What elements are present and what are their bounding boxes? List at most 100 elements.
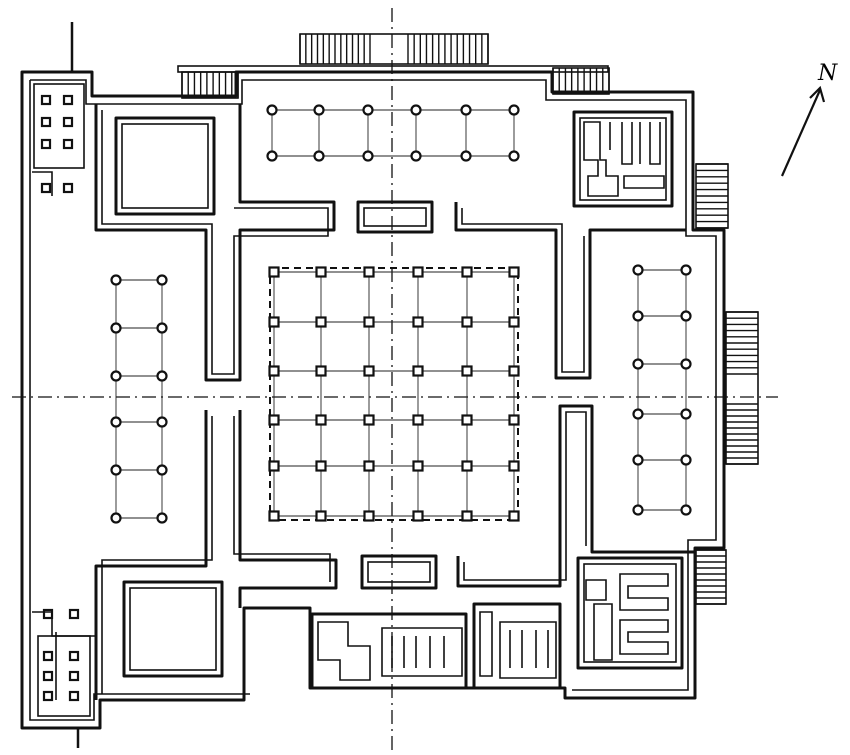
inner-walls <box>94 104 694 700</box>
pillar <box>68 608 80 620</box>
east-stairs <box>696 163 758 605</box>
column <box>412 460 424 472</box>
column <box>632 504 644 516</box>
column <box>268 414 280 426</box>
column <box>680 264 692 276</box>
column <box>460 150 472 162</box>
column <box>412 316 424 328</box>
pillar <box>68 650 80 662</box>
column <box>110 416 122 428</box>
column <box>266 150 278 162</box>
column <box>461 365 473 377</box>
column <box>156 322 168 334</box>
column <box>461 414 473 426</box>
pillar <box>62 182 74 194</box>
pillar <box>40 94 52 106</box>
northwest-tower-pillars <box>40 94 74 194</box>
column <box>508 104 520 116</box>
tower-partitions <box>32 83 96 717</box>
north-colonnade <box>266 104 520 162</box>
column <box>110 464 122 476</box>
column <box>680 504 692 516</box>
pillar <box>62 94 74 106</box>
northeast-shrine <box>572 110 674 208</box>
north-label: N <box>817 61 838 86</box>
pillar <box>42 650 54 662</box>
column <box>156 464 168 476</box>
column <box>362 150 374 162</box>
column <box>315 365 327 377</box>
column <box>412 365 424 377</box>
column <box>508 316 520 328</box>
east-colonnade <box>632 264 692 516</box>
column <box>315 316 327 328</box>
column <box>632 358 644 370</box>
outer-walls <box>20 22 726 748</box>
pillar <box>68 690 80 702</box>
column <box>461 266 473 278</box>
column <box>508 266 520 278</box>
south-rooms <box>310 602 562 690</box>
column <box>680 310 692 322</box>
pillar <box>40 182 52 194</box>
column <box>315 414 327 426</box>
column <box>363 365 375 377</box>
column <box>412 414 424 426</box>
column <box>412 266 424 278</box>
column <box>268 365 280 377</box>
column <box>156 370 168 382</box>
column <box>315 510 327 522</box>
column <box>110 512 122 524</box>
column <box>313 104 325 116</box>
column <box>110 274 122 286</box>
column <box>268 460 280 472</box>
column <box>680 408 692 420</box>
column <box>410 150 422 162</box>
pillar <box>42 670 54 682</box>
column <box>363 316 375 328</box>
column <box>508 365 520 377</box>
column <box>363 266 375 278</box>
column <box>313 150 325 162</box>
column <box>410 104 422 116</box>
column <box>632 264 644 276</box>
central-hall <box>269 267 519 521</box>
column <box>508 414 520 426</box>
column <box>460 104 472 116</box>
central-column-grid <box>268 266 520 522</box>
column <box>268 316 280 328</box>
column <box>266 104 278 116</box>
pillar <box>62 116 74 128</box>
column <box>363 460 375 472</box>
column <box>363 510 375 522</box>
column <box>156 274 168 286</box>
pillar <box>40 116 52 128</box>
column <box>461 316 473 328</box>
column <box>632 454 644 466</box>
column <box>110 322 122 334</box>
southwest-tower-pillars <box>42 608 80 702</box>
column <box>110 370 122 382</box>
column <box>632 408 644 420</box>
corner-courts <box>114 116 224 678</box>
column <box>412 510 424 522</box>
column <box>362 104 374 116</box>
column <box>508 460 520 472</box>
pillar <box>62 138 74 150</box>
west-colonnade <box>110 274 168 524</box>
column <box>508 510 520 522</box>
column <box>508 150 520 162</box>
column <box>156 416 168 428</box>
column <box>680 358 692 370</box>
pillar <box>42 690 54 702</box>
column <box>315 266 327 278</box>
column <box>461 460 473 472</box>
plan-axes <box>12 8 778 752</box>
column <box>363 414 375 426</box>
north-arrow: N <box>780 61 838 177</box>
column <box>461 510 473 522</box>
southeast-shrine <box>576 556 684 670</box>
column <box>632 310 644 322</box>
column <box>156 512 168 524</box>
